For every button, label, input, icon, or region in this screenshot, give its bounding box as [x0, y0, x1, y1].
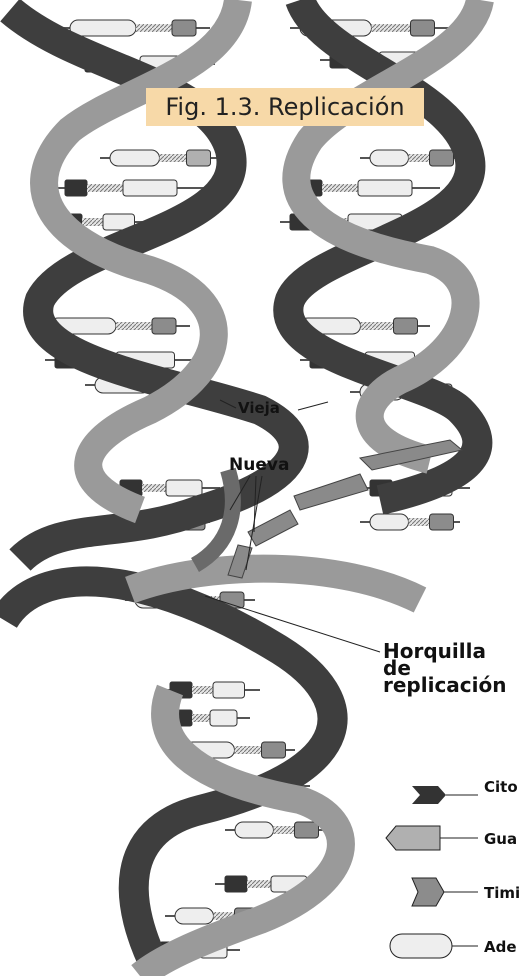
replication-fork-label-line2: replicación	[383, 677, 520, 694]
new-strand-label: Nueva	[229, 455, 289, 475]
thymine-base	[358, 180, 412, 196]
replication-fork-label-line1: Horquilla de	[383, 643, 520, 677]
thymine-base	[210, 710, 237, 726]
adenine-base	[110, 150, 160, 166]
replication-fork-label: Horquilla de replicación	[383, 643, 520, 694]
base-pair	[100, 150, 220, 166]
base-pair	[360, 150, 460, 166]
legend-label-adenine: Ade	[484, 938, 517, 956]
adenine-base	[370, 150, 409, 166]
legend-cytosine-glyph	[412, 786, 446, 804]
base-pair	[360, 514, 460, 530]
adenine-base	[175, 908, 214, 924]
base-pair	[60, 20, 210, 36]
thymine-base	[166, 480, 202, 496]
legend-label-cytosine: Cito	[484, 778, 518, 796]
legend-label-thymine: Timi	[484, 884, 520, 902]
legend-label-guanine: Gua	[484, 830, 517, 848]
old-strand-label: Vieja	[238, 399, 280, 417]
thymine-base	[262, 742, 286, 758]
base-pair	[55, 180, 205, 196]
thymine-base	[411, 20, 435, 36]
thymine-base	[123, 180, 177, 196]
legend-guanine-glyph	[386, 826, 440, 850]
guanine-base	[187, 150, 211, 166]
adenine-base	[70, 20, 136, 36]
cytosine-base	[65, 180, 87, 196]
thymine-base	[213, 682, 245, 698]
legend-glyphs	[386, 786, 478, 958]
thymine-base	[430, 514, 454, 530]
cytosine-base	[225, 876, 247, 892]
adenine-base	[370, 514, 409, 530]
thymine-base	[430, 150, 454, 166]
figure-caption: Fig. 1.3. Replicación	[146, 88, 424, 126]
thymine-base	[394, 318, 418, 334]
legend-adenine-glyph	[390, 934, 452, 958]
legend-thymine-glyph	[412, 878, 444, 906]
thymine-base	[152, 318, 176, 334]
thymine-base	[172, 20, 196, 36]
